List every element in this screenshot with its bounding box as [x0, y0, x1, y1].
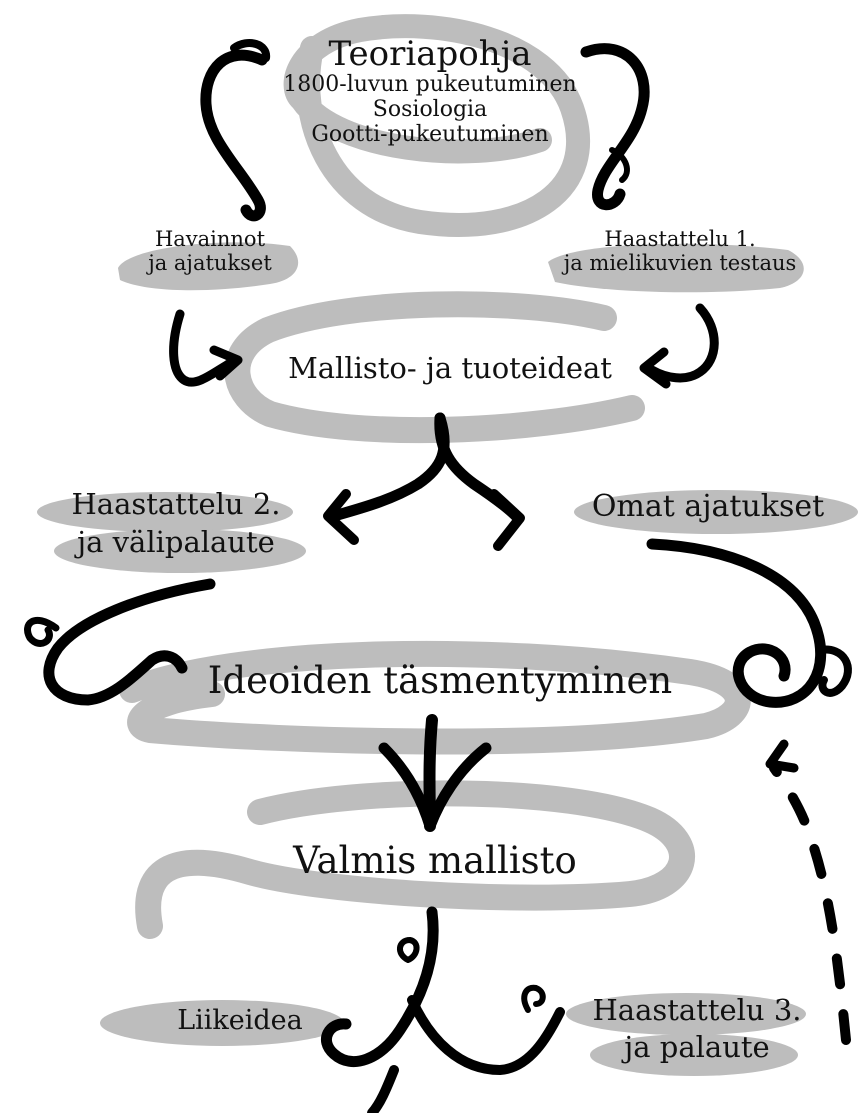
curl-interview2	[43, 578, 216, 706]
gray-swooshes	[119, 14, 751, 939]
collection-swoosh	[135, 780, 695, 939]
theory-block: Teoriapohja 1800-luvun pukeutuminen Sosi…	[270, 34, 590, 147]
interview3-label: Haastattelu 3. ja palaute	[592, 993, 802, 1065]
interview1-label: Haastattelu 1. ja mielikuvien testaus	[563, 227, 797, 275]
curl-theory-right	[580, 43, 650, 211]
curl-own-thoughts	[646, 538, 827, 708]
theory-title: Teoriapohja	[328, 34, 532, 74]
ideas-label: Mallisto- ja tuoteideat	[288, 351, 612, 385]
arrow-observations-ideas	[169, 309, 237, 387]
interview3-blob-top	[566, 993, 806, 1035]
arrow-collection-split	[321, 906, 439, 1068]
own-thoughts-label: Omat ajatukset	[591, 489, 825, 524]
arrow-interview1-ideas	[647, 303, 719, 383]
interview1-blob	[548, 243, 804, 293]
ideas-swoosh	[224, 291, 645, 444]
theory-swoosh	[283, 14, 590, 237]
interview3-blob-bottom	[590, 1034, 798, 1076]
theory-item: Gootti-pukeutuminen	[311, 121, 549, 147]
refinement-label: Ideoiden täsmentyminen	[207, 659, 673, 702]
collection-label: Valmis mallisto	[293, 839, 577, 882]
dashed-feedback-arrow	[769, 763, 851, 1045]
theory-item: 1800-luvun pukeutuminen	[283, 72, 577, 98]
theory-item: Sosiologia	[372, 97, 488, 123]
refinement-swoosh	[119, 640, 751, 755]
interview2-blob-bottom	[54, 529, 306, 573]
interview2-blob-top	[37, 492, 293, 532]
business-label: Liikeidea	[177, 1005, 303, 1036]
interview2-label: Haastattelu 2. ja välipalaute	[71, 487, 281, 559]
label-blobs	[37, 242, 858, 1076]
own-thoughts-blob	[574, 490, 858, 534]
business-blob	[100, 1000, 344, 1046]
observations-label: Havainnot ja ajatukset	[148, 227, 272, 275]
observations-blob	[118, 242, 299, 291]
black-arrows	[24, 39, 852, 1113]
curl-theory-left	[200, 49, 268, 222]
